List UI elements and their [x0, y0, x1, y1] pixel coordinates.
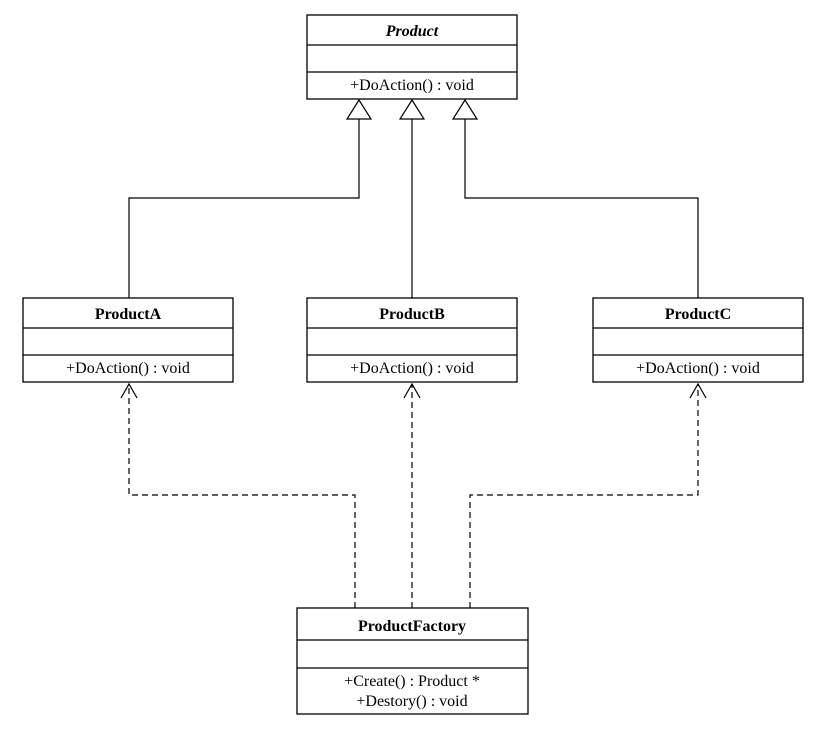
operation-productfactory-destory: +Destory() : void: [356, 693, 467, 710]
edge-productc-to-product: [464, 119, 699, 298]
operation-productb-doaction: +DoAction() : void: [350, 360, 474, 377]
operation-productc-doaction: +DoAction() : void: [636, 360, 760, 377]
dependency-edges: [120, 382, 707, 608]
generalization-arrow-b: [398, 98, 426, 120]
generalization-edges: [128, 98, 699, 298]
class-name-product: Product: [385, 23, 439, 40]
edge-factory-to-producta: [128, 384, 356, 608]
operation-productfactory-create: +Create() : Product *: [344, 673, 480, 690]
class-name-producta: ProductA: [95, 306, 162, 323]
edge-producta-to-product: [128, 119, 360, 298]
class-name-productfactory: ProductFactory: [358, 618, 466, 635]
edge-factory-to-productc: [469, 384, 699, 608]
class-productb[interactable]: ProductB +DoAction() : void: [306, 297, 518, 383]
class-productc[interactable]: ProductC +DoAction() : void: [592, 297, 804, 383]
dependency-arrow-c: [689, 382, 707, 399]
class-producta[interactable]: ProductA +DoAction() : void: [22, 297, 234, 383]
class-productfactory[interactable]: ProductFactory +Create() : Product * +De…: [296, 607, 529, 715]
class-product[interactable]: Product +DoAction() : void: [306, 14, 518, 100]
operation-producta-doaction: +DoAction() : void: [66, 360, 190, 377]
class-name-productc: ProductC: [665, 306, 731, 323]
dependency-arrow-b: [403, 382, 421, 399]
class-name-productb: ProductB: [379, 306, 445, 323]
generalization-arrow-a: [345, 98, 373, 120]
dependency-arrow-a: [120, 382, 138, 399]
operation-product-doaction: +DoAction() : void: [350, 77, 474, 94]
generalization-arrow-c: [451, 98, 479, 120]
